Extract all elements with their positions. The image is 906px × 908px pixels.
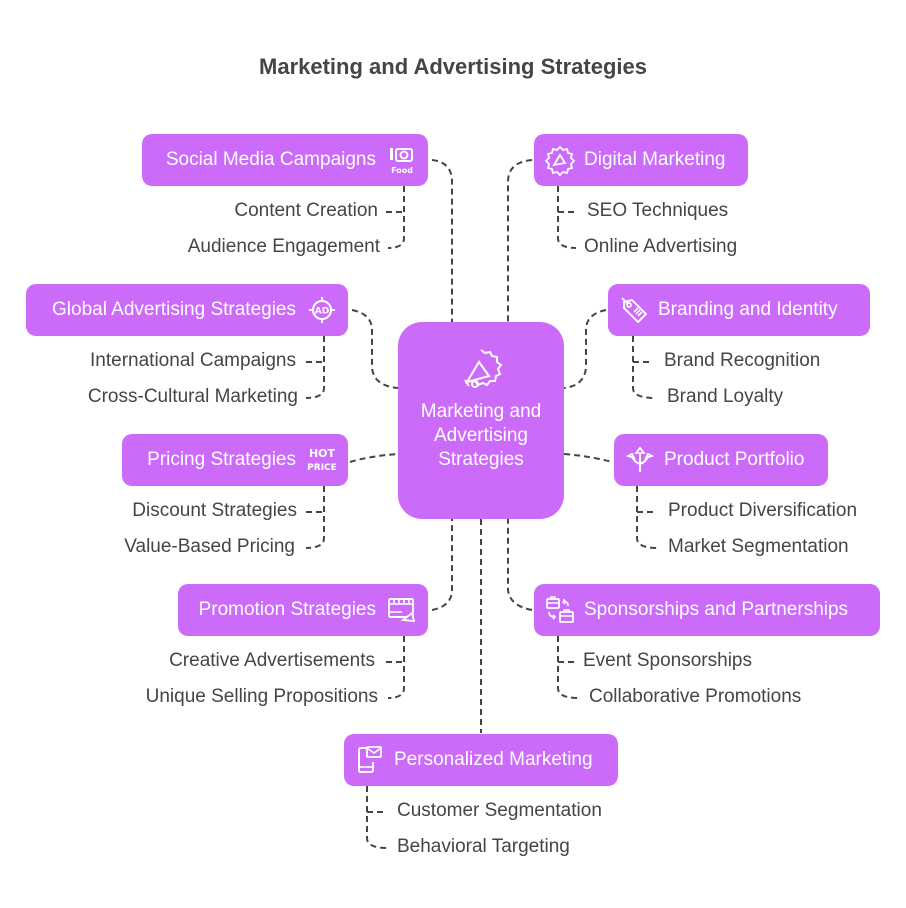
connector-product xyxy=(563,453,613,463)
connector-digital-marketing xyxy=(507,159,533,322)
leaf-seo-techniques: SEO Techniques xyxy=(587,200,729,221)
connector-sponsorships xyxy=(507,519,533,611)
leaf-connector-usp xyxy=(387,636,405,699)
connector-promotion xyxy=(431,519,453,611)
node-label: Product Portfolio xyxy=(664,449,805,470)
connector-pricing xyxy=(349,453,399,463)
megaphone-badge-icon xyxy=(464,349,503,388)
connector-social-media xyxy=(431,159,453,322)
leaf-brand-recognition: Brand Recognition xyxy=(664,350,821,371)
node-digital-marketing[interactable]: Digital Marketing xyxy=(534,134,748,186)
camera-food-icon: Food xyxy=(390,148,413,175)
central-topic-label: Marketing and Advertising Strategies xyxy=(420,401,542,470)
svg-text:AD: AD xyxy=(315,307,329,317)
node-product-portfolio[interactable]: Product Portfolio xyxy=(614,434,828,486)
leaf-audience-engagement: Audience Engagement xyxy=(187,236,380,257)
node-label: Sponsorships and Partnerships xyxy=(584,599,849,620)
central-topic-node[interactable]: Marketing and Advertising Strategies xyxy=(398,322,564,519)
node-branding-and-identity[interactable]: Branding and Identity xyxy=(608,284,870,336)
node-label: Branding and Identity xyxy=(658,299,838,320)
node-label: Personalized Marketing xyxy=(394,749,593,770)
node-label: Promotion Strategies xyxy=(198,599,376,620)
leaf-collaborative-promotions: Collaborative Promotions xyxy=(589,686,802,707)
leaf-market-segmentation: Market Segmentation xyxy=(668,536,849,557)
leaf-connector-audience-engagement xyxy=(387,186,405,249)
node-label: Digital Marketing xyxy=(584,149,726,170)
node-personalized-marketing[interactable]: Personalized Marketing xyxy=(344,734,618,786)
tag-icon xyxy=(621,297,647,323)
leaf-cross-cultural-marketing: Cross-Cultural Marketing xyxy=(87,386,298,407)
node-social-media-campaigns[interactable]: Social Media Campaigns Food xyxy=(142,134,428,186)
leaf-value-based-pricing: Value-Based Pricing xyxy=(124,536,295,557)
connector-global xyxy=(351,309,399,389)
phone-mail-icon xyxy=(358,746,382,773)
connector-branding xyxy=(563,309,607,389)
leaf-connector-collab xyxy=(557,636,579,699)
leaf-online-advertising: Online Advertising xyxy=(584,236,738,257)
svg-text:HOT: HOT xyxy=(309,447,336,460)
svg-text:Food: Food xyxy=(391,166,413,175)
node-pricing-strategies[interactable]: Pricing Strategies HOT PRICE xyxy=(122,434,348,486)
leaf-connector-market-seg xyxy=(636,486,658,549)
leaf-international-campaigns: International Campaigns xyxy=(90,350,296,371)
megaphone-gear-icon xyxy=(544,145,576,176)
leaf-connector-value-based xyxy=(305,486,325,549)
node-label: Pricing Strategies xyxy=(147,449,296,470)
leaf-connector-online-ad xyxy=(557,186,577,249)
leaf-connector-behavioral xyxy=(366,786,388,849)
leaf-customer-segmentation: Customer Segmentation xyxy=(397,800,602,821)
node-label: Social Media Campaigns xyxy=(165,149,376,170)
leaf-product-diversification: Product Diversification xyxy=(668,500,858,521)
diagram-title: Marketing and Advertising Strategies xyxy=(259,54,647,79)
briefcase-exchange-icon xyxy=(546,596,574,623)
node-label: Global Advertising Strategies xyxy=(52,299,296,320)
node-global-advertising-strategies[interactable]: Global Advertising Strategies AD xyxy=(26,284,348,336)
leaf-connector-brand-loyalty xyxy=(632,336,656,399)
film-megaphone-icon xyxy=(388,598,416,623)
leaf-brand-loyalty: Brand Loyalty xyxy=(667,386,784,407)
leaf-creative-advertisements: Creative Advertisements xyxy=(169,650,375,671)
leaf-event-sponsorships: Event Sponsorships xyxy=(583,650,752,671)
leaf-content-creation: Content Creation xyxy=(234,200,378,221)
node-sponsorships-and-partnerships[interactable]: Sponsorships and Partnerships xyxy=(534,584,880,636)
ad-target-icon: AD xyxy=(309,297,335,323)
hot-price-icon: HOT PRICE xyxy=(307,447,337,473)
leaf-unique-selling-propositions: Unique Selling Propositions xyxy=(145,686,378,707)
node-promotion-strategies[interactable]: Promotion Strategies xyxy=(178,584,428,636)
leaf-behavioral-targeting: Behavioral Targeting xyxy=(397,836,570,857)
leaf-discount-strategies: Discount Strategies xyxy=(132,500,297,521)
svg-text:PRICE: PRICE xyxy=(307,463,337,473)
split-arrows-icon xyxy=(625,446,655,472)
leaf-connector-cross-cultural xyxy=(305,336,325,399)
